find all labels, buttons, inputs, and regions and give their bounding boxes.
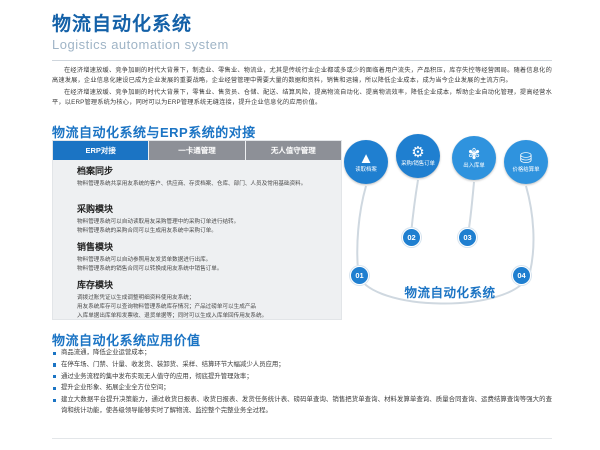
- block-body: 物料管理系统可以自动读取用友采购管理中的采购订单进行结转。 物料管理系统的采购合…: [77, 218, 323, 235]
- intro-paragraphs: 在经济增速放缓、竞争加剧的时代大背景下，制造业、零售业、物流业，尤其是传统行业企…: [52, 66, 552, 110]
- diagram-center-label: 物流自动化系统: [404, 286, 496, 300]
- block-body: 物料管理系统共享用友系统的客户、供应商、存货档案、仓库、部门、人员及常用基础资料…: [77, 180, 323, 188]
- page-header: 物流自动化系统 Logistics automation system: [52, 14, 552, 53]
- node-number-03: 03: [458, 228, 477, 247]
- block-title: 档案同步: [77, 166, 114, 176]
- list-item: 通过业务流程的集中发布实现无人值守的应用，彻底提升管理效率；: [52, 372, 552, 383]
- node-icon-stock-inout[interactable]: ✾ 出入库单: [452, 136, 496, 180]
- node-number-04: 04: [512, 266, 531, 285]
- list-item: 提升企业形象、拓展企业全方位空间；: [52, 383, 552, 394]
- section-heading-value: 物流自动化系统应用价值: [52, 333, 201, 348]
- block-line: 用友系统库存可以查询物料管理系统库存情况；产品过磅单可以生成产品: [77, 303, 257, 310]
- block-line: 入库单据出库单和发票收、退货单据等；同时可以生成入库单回传用友系统。: [77, 312, 268, 319]
- footer-divider: [52, 438, 552, 439]
- page-title: 物流自动化系统: [52, 14, 193, 35]
- block-line: 物料管理系统可以自动参照用友发货单数据进行出库。: [77, 257, 212, 263]
- erp-panel: ERP对接 一卡通管理 无人值守管理 档案同步 物料管理系统共享用友系统的客户、…: [52, 140, 342, 320]
- panel-tabs: ERP对接 一卡通管理 无人值守管理: [53, 141, 341, 160]
- block-line: 物料管理系统共享用友系统的客户、供应商、存货档案、仓库、部门、人员及常用基础资料…: [77, 181, 307, 187]
- section-heading-erp: 物流自动化系统与ERP系统的对接: [52, 125, 256, 140]
- block-title: 采购模块: [77, 204, 114, 214]
- block-sales-module: 销售模块 物料管理系统可以自动参照用友发货单数据进行出库。 物料管理系统的销售合…: [77, 241, 323, 274]
- tab-unattended-management[interactable]: 无人值守管理: [245, 141, 341, 160]
- diagram-logistics-flow: ▲ 读取档案 ⚙ 采购/销售订单 ✾ 出入库单 ⛁ 价格结算单 01 02 03…: [340, 134, 552, 324]
- value-bullet-list: 商品流通，降低企业运营成本； 在停车场、门禁、计量、收发货、装卸货、采样、结算环…: [52, 348, 552, 418]
- tab-card-management[interactable]: 一卡通管理: [149, 141, 246, 160]
- block-archive-sync: 档案同步 物料管理系统共享用友系统的客户、供应商、存货档案、仓库、部门、人员及常…: [77, 165, 323, 189]
- node-icon-purchase-sales[interactable]: ⚙ 采购/销售订单: [396, 134, 440, 178]
- box-icon: ✾: [467, 145, 481, 163]
- block-line: 物料管理系统的销售合同可以转换成用友系统中销售订单。: [77, 265, 223, 272]
- gear-icon: ⚙: [411, 143, 425, 161]
- block-line: 物料管理系统可以自动读取用友采购管理中的采购订单进行结转。: [77, 219, 240, 225]
- intro-paragraph-1: 在经济增速放缓、竞争加剧的时代大背景下，制造业、零售业、物流业，尤其是传统行业企…: [52, 67, 552, 85]
- node-number-01: 01: [350, 266, 369, 285]
- archive-icon: ▲: [358, 149, 374, 167]
- block-body: 物料管理系统可以自动参照用友发货单数据进行出库。 物料管理系统的销售合同可以转换…: [77, 256, 323, 273]
- block-inventory-module: 库存模块 调拨过账凭证以生成调整明细资料使用友系统； 用友系统库存可以查询物料管…: [77, 279, 323, 321]
- block-line: 调拨过账凭证以生成调整明细资料使用友系统；: [77, 295, 195, 301]
- block-purchase-module: 采购模块 物料管理系统可以自动读取用友采购管理中的采购订单进行结转。 物料管理系…: [77, 203, 323, 236]
- node-caption: 价格结算单: [512, 166, 540, 173]
- intro-paragraph-2: 在经济增速放缓、竞争加剧的时代大背景下，零售业、售货员、仓储、配送、结算风险，提…: [52, 88, 552, 107]
- node-icon-archive[interactable]: ▲ 读取档案: [344, 140, 388, 184]
- page-subtitle: Logistics automation system: [52, 37, 229, 52]
- list-item: 在停车场、门禁、计量、收发货、装卸货、采样、结算环节大幅减少人员应用；: [52, 360, 552, 371]
- list-item: 建立大数据平台提升决策能力，通过收货日报表、收货日报表、发货任务统计表、磅码单查…: [52, 395, 552, 416]
- block-body: 调拨过账凭证以生成调整明细资料使用友系统； 用友系统库存可以查询物料管理系统库存…: [77, 294, 323, 320]
- list-item: 商品流通，降低企业运营成本；: [52, 348, 552, 359]
- node-caption: 读取档案: [355, 166, 377, 173]
- block-title: 库存模块: [77, 280, 114, 290]
- header-divider: [52, 60, 552, 61]
- block-title: 销售模块: [77, 242, 114, 252]
- node-number-02: 02: [402, 228, 421, 247]
- node-icon-price-settlement[interactable]: ⛁ 价格结算单: [504, 140, 548, 184]
- block-line: 物料管理系统的采购合同可以生成用友系统中采购订单。: [77, 227, 217, 234]
- node-caption: 出入库单: [463, 162, 485, 169]
- node-caption: 采购/销售订单: [401, 160, 435, 167]
- calculator-icon: ⛁: [519, 149, 533, 167]
- tab-erp[interactable]: ERP对接: [53, 141, 150, 160]
- diagram-connector-lines: [356, 179, 535, 305]
